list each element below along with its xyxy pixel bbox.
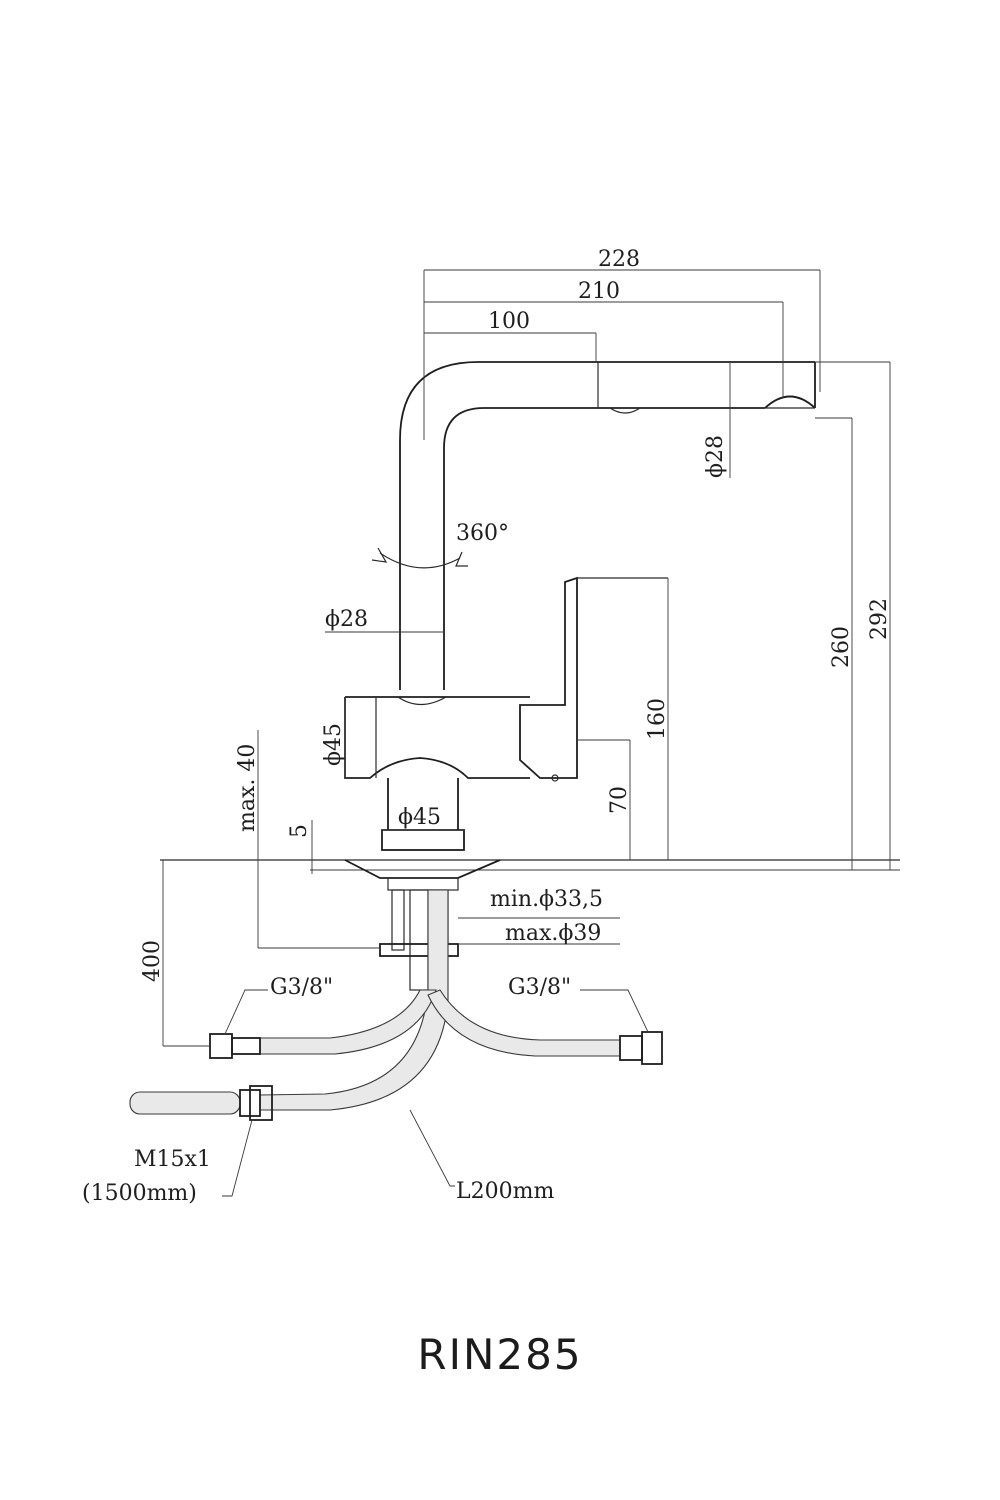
dim-spout-reach-mid: 210 [578,279,620,304]
dimension-lines [162,269,891,1197]
dim-spout-reach-bend: 100 [488,309,530,334]
dim-center-hose: L200mm [456,1179,554,1204]
dim-max-thickness: max. 40 [235,744,260,832]
dim-total-height: 292 [867,598,892,640]
dim-spout-diameter: ϕ28 [703,435,728,478]
dim-lever-height: 160 [645,698,670,740]
dim-thread-left: G3/8" [270,975,333,1000]
dim-body-pipe-diameter: ϕ28 [325,607,368,632]
dim-flange: 5 [287,824,312,838]
spout [399,361,816,690]
mounting-assembly [344,859,501,991]
dim-hole-max: max.ϕ39 [505,921,601,946]
dim-thread-right: G3/8" [508,975,571,1000]
dim-side-height: 70 [607,786,632,814]
dim-base-diameter: ϕ45 [398,805,441,830]
dim-rotation: 360° [456,521,509,546]
model-code-label: RIN285 [417,1330,583,1379]
dim-spout-reach-total: 228 [598,247,640,272]
hoses [129,889,663,1121]
dim-outlet-height: 260 [829,626,854,668]
rotation-arrow-icon [371,547,468,569]
dim-shower-thread: M15x1 [134,1147,211,1172]
dim-hose-length-400: 400 [140,940,165,982]
faucet-body [344,576,668,851]
dim-hole-min: min.ϕ33,5 [490,887,603,912]
dim-body-diameter: ϕ45 [321,723,346,766]
dim-shower-length: (1500mm) [82,1181,197,1206]
